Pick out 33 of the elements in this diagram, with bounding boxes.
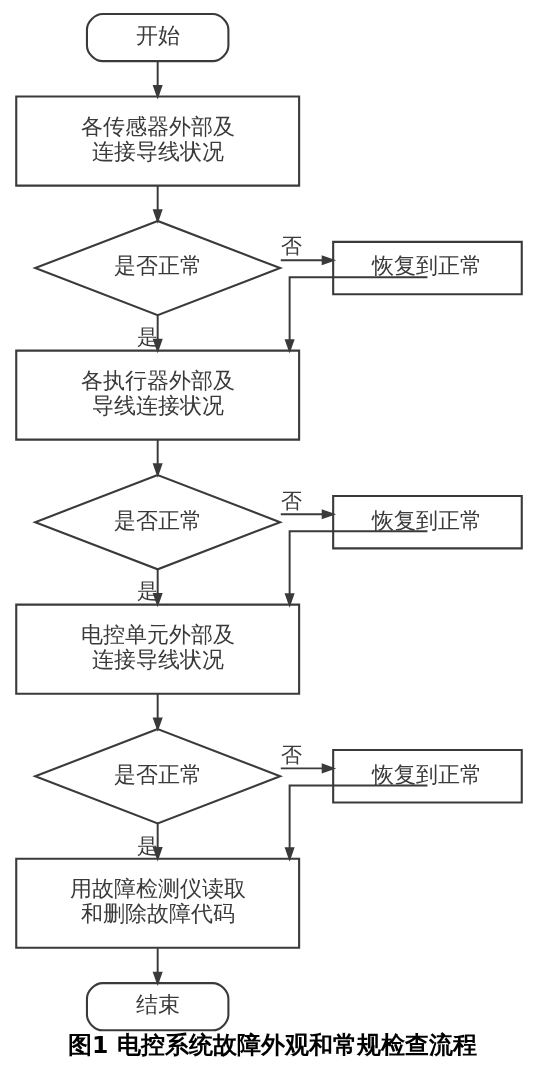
node-diamond: 是否正常: [31, 473, 283, 571]
arrow: [152, 693, 163, 732]
node-box: 各执行器外部及导线连接状况: [14, 349, 300, 441]
edge-label: 否: [280, 234, 302, 259]
edge-label: 是: [136, 833, 158, 858]
arrow: [152, 184, 163, 224]
arrow: [279, 255, 336, 266]
node-box: 开始: [85, 12, 229, 63]
edge-label: 是: [136, 325, 158, 350]
arrow: [152, 60, 163, 100]
arrow: [284, 784, 428, 862]
arrow: [284, 276, 428, 354]
edge-label: 否: [280, 488, 302, 513]
arrow: [284, 530, 428, 608]
edge-label: 是: [136, 579, 158, 604]
node-box: 用故障检测仪读取和删除故障代码: [14, 857, 300, 949]
node-box: 恢复到正常: [331, 240, 523, 296]
caption: 图1 电控系统故障外观和常规检查流程: [67, 1031, 477, 1060]
arrow: [152, 822, 163, 862]
arrow: [152, 568, 163, 608]
arrow: [279, 763, 336, 774]
node-box: 恢复到正常: [331, 494, 523, 550]
arrow: [279, 509, 336, 520]
node-box: 恢复到正常: [331, 749, 523, 804]
arrow: [152, 438, 163, 478]
arrow: [152, 314, 163, 354]
edge-label: 否: [280, 742, 302, 767]
node-diamond: 是否正常: [31, 219, 283, 317]
node-diamond: 是否正常: [31, 727, 283, 825]
arrow: [152, 947, 163, 987]
node-box: 电控单元外部及连接导线状况: [14, 603, 300, 695]
node-box: 结束: [85, 982, 229, 1032]
node-box: 各传感器外部及连接导线状况: [14, 95, 300, 187]
